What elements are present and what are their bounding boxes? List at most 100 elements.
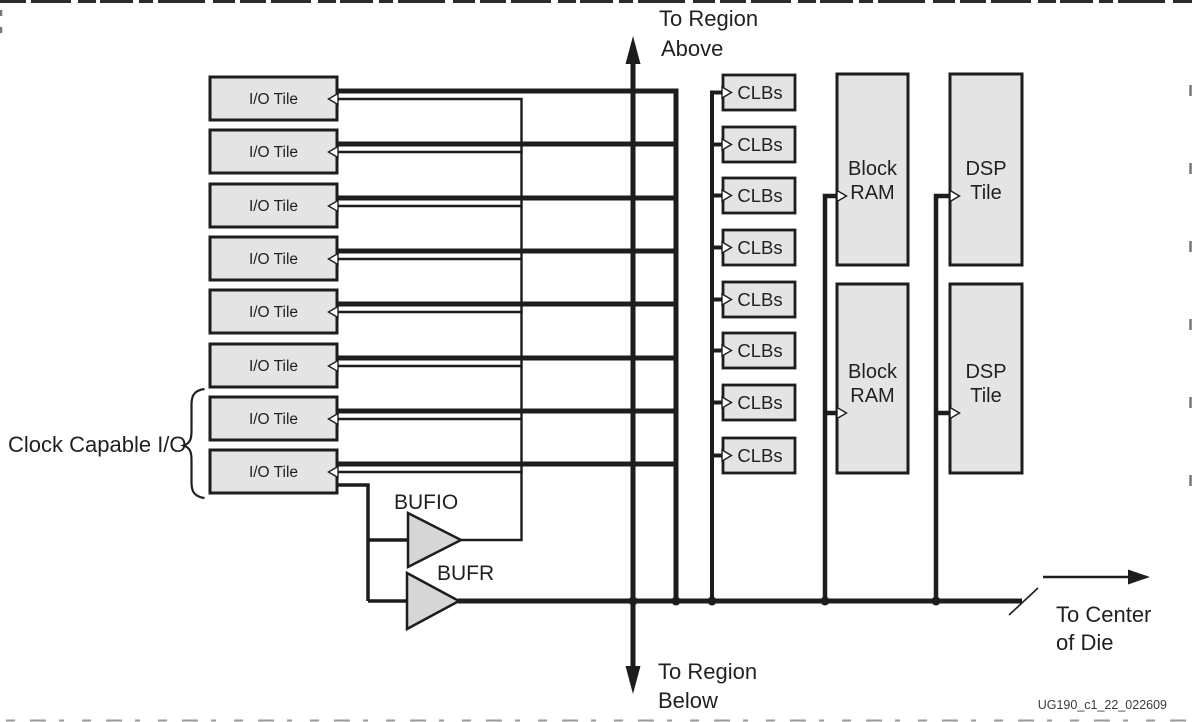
dsp-box <box>948 72 1024 267</box>
io-tile: I/O Tile <box>208 448 339 495</box>
dsp-label-line2: Tile <box>970 182 1001 204</box>
clb-tile: CLBs <box>721 228 797 267</box>
io-tile: I/O Tile <box>208 128 339 175</box>
io-tile: I/O Tile <box>208 288 339 335</box>
io-tile-box <box>208 75 339 122</box>
bufio-buffer: BUFIO <box>394 491 464 570</box>
to-region-below-line1: To Region <box>658 659 757 684</box>
region-annotations: To Region Above To Region Below To Cente… <box>658 6 1167 713</box>
clb-column: CLBs CLBs CLBs CLBs CLBs CLBs <box>721 73 797 475</box>
to-region-above-line2: Above <box>661 36 723 61</box>
bufio-label: BUFIO <box>394 491 458 514</box>
io-tile-label: I/O Tile <box>249 198 298 215</box>
io-tile-label: I/O Tile <box>249 411 298 428</box>
clb-box <box>721 331 797 370</box>
io-tile-box <box>208 182 339 229</box>
input-chevron-icon <box>949 189 961 203</box>
input-chevron-icon <box>721 343 733 358</box>
bufio-triangle-icon <box>406 510 464 570</box>
input-chevron-icon <box>327 252 339 266</box>
to-center-line2: of Die <box>1056 630 1113 655</box>
brace-icon <box>180 387 205 500</box>
to-region-above-line1: To Region <box>659 6 758 31</box>
input-chevron-icon <box>721 448 733 463</box>
clb-label: CLBs <box>737 237 782 258</box>
io-tile-label: I/O Tile <box>249 304 298 321</box>
clock-capable-io-label: Clock Capable I/O <box>8 432 187 457</box>
clb-tile: CLBs <box>721 331 797 370</box>
dsp-feeder-line <box>933 193 953 601</box>
clb-label: CLBs <box>737 289 782 310</box>
input-chevron-icon <box>721 395 733 410</box>
io-tile-label: I/O Tile <box>249 144 298 161</box>
input-chevron-icon <box>721 240 733 255</box>
clb-box <box>721 280 797 319</box>
dsp-column: DSP Tile DSP Tile <box>948 72 1024 475</box>
input-chevron-icon <box>949 406 961 420</box>
clock-capable-input-line <box>337 483 370 601</box>
block-ram-label-line1: Block <box>848 158 898 180</box>
input-chevron-icon <box>836 406 848 420</box>
input-chevron-icon <box>721 292 733 307</box>
junction-dot <box>820 596 830 606</box>
to-center-line1: To Center <box>1056 602 1151 627</box>
clb-tile: CLBs <box>721 436 797 475</box>
block-ram-box <box>835 282 910 475</box>
io-tile-label: I/O Tile <box>249 464 298 481</box>
clb-label: CLBs <box>737 392 782 413</box>
junction-dot <box>931 596 941 606</box>
input-chevron-icon <box>327 145 339 159</box>
io-tile-box <box>208 448 339 495</box>
io-tile: I/O Tile <box>208 395 339 442</box>
bufr-buffer: BUFR <box>405 562 494 632</box>
to-region-below-line2: Below <box>658 688 718 713</box>
io-tile: I/O Tile <box>208 182 339 229</box>
io-tile-column: I/O Tile I/O Tile I/O Tile I/O Tile I/O … <box>208 75 339 495</box>
clb-box <box>721 125 797 164</box>
clb-label: CLBs <box>737 82 782 103</box>
clb-label: CLBs <box>737 134 782 155</box>
block-ram-label-line1: Block <box>848 361 898 383</box>
down-arrow-icon <box>625 666 641 694</box>
input-chevron-icon <box>721 188 733 203</box>
dsp-label-line1: DSP <box>965 361 1006 383</box>
regional-clock-bus <box>458 569 1150 616</box>
block-ram-label-line2: RAM <box>850 385 894 407</box>
clb-tile: CLBs <box>721 73 797 112</box>
io-output-collector-line <box>337 88 679 601</box>
clb-box <box>721 436 797 475</box>
bufio-feedback-line <box>337 97 523 542</box>
vertical-clock-spine <box>625 36 641 694</box>
input-chevron-icon <box>327 412 339 426</box>
junction-dot <box>707 596 717 606</box>
clb-box <box>721 228 797 267</box>
clb-label: CLBs <box>737 185 782 206</box>
bufio-feedback-net <box>337 97 523 542</box>
junction-dot <box>628 596 638 606</box>
block-ram-label-line2: RAM <box>850 182 894 204</box>
io-tile: I/O Tile <box>208 75 339 122</box>
block-ram-column: Block RAM Block RAM <box>835 72 910 475</box>
io-tile: I/O Tile <box>208 235 339 282</box>
input-chevron-icon <box>327 305 339 319</box>
buffer-input-net <box>337 483 408 603</box>
io-tile-label: I/O Tile <box>249 358 298 375</box>
bufr-triangle-icon <box>405 570 462 632</box>
input-chevron-icon <box>327 465 339 479</box>
clb-tile: CLBs <box>721 125 797 164</box>
clb-tile: CLBs <box>721 280 797 319</box>
dsp-tile: DSP Tile <box>948 72 1024 267</box>
clb-label: CLBs <box>737 340 782 361</box>
input-chevron-icon <box>327 359 339 373</box>
bus-break-icon <box>1008 587 1039 616</box>
right-arrow-icon <box>1128 569 1150 585</box>
input-chevron-icon <box>327 199 339 213</box>
figure-id-watermark: UG190_c1_22_022609 <box>1038 698 1167 712</box>
block-ram-tile: Block RAM <box>835 72 910 267</box>
input-chevron-icon <box>721 85 733 100</box>
clb-tile: CLBs <box>721 383 797 422</box>
bram-feeder-line <box>822 193 840 601</box>
